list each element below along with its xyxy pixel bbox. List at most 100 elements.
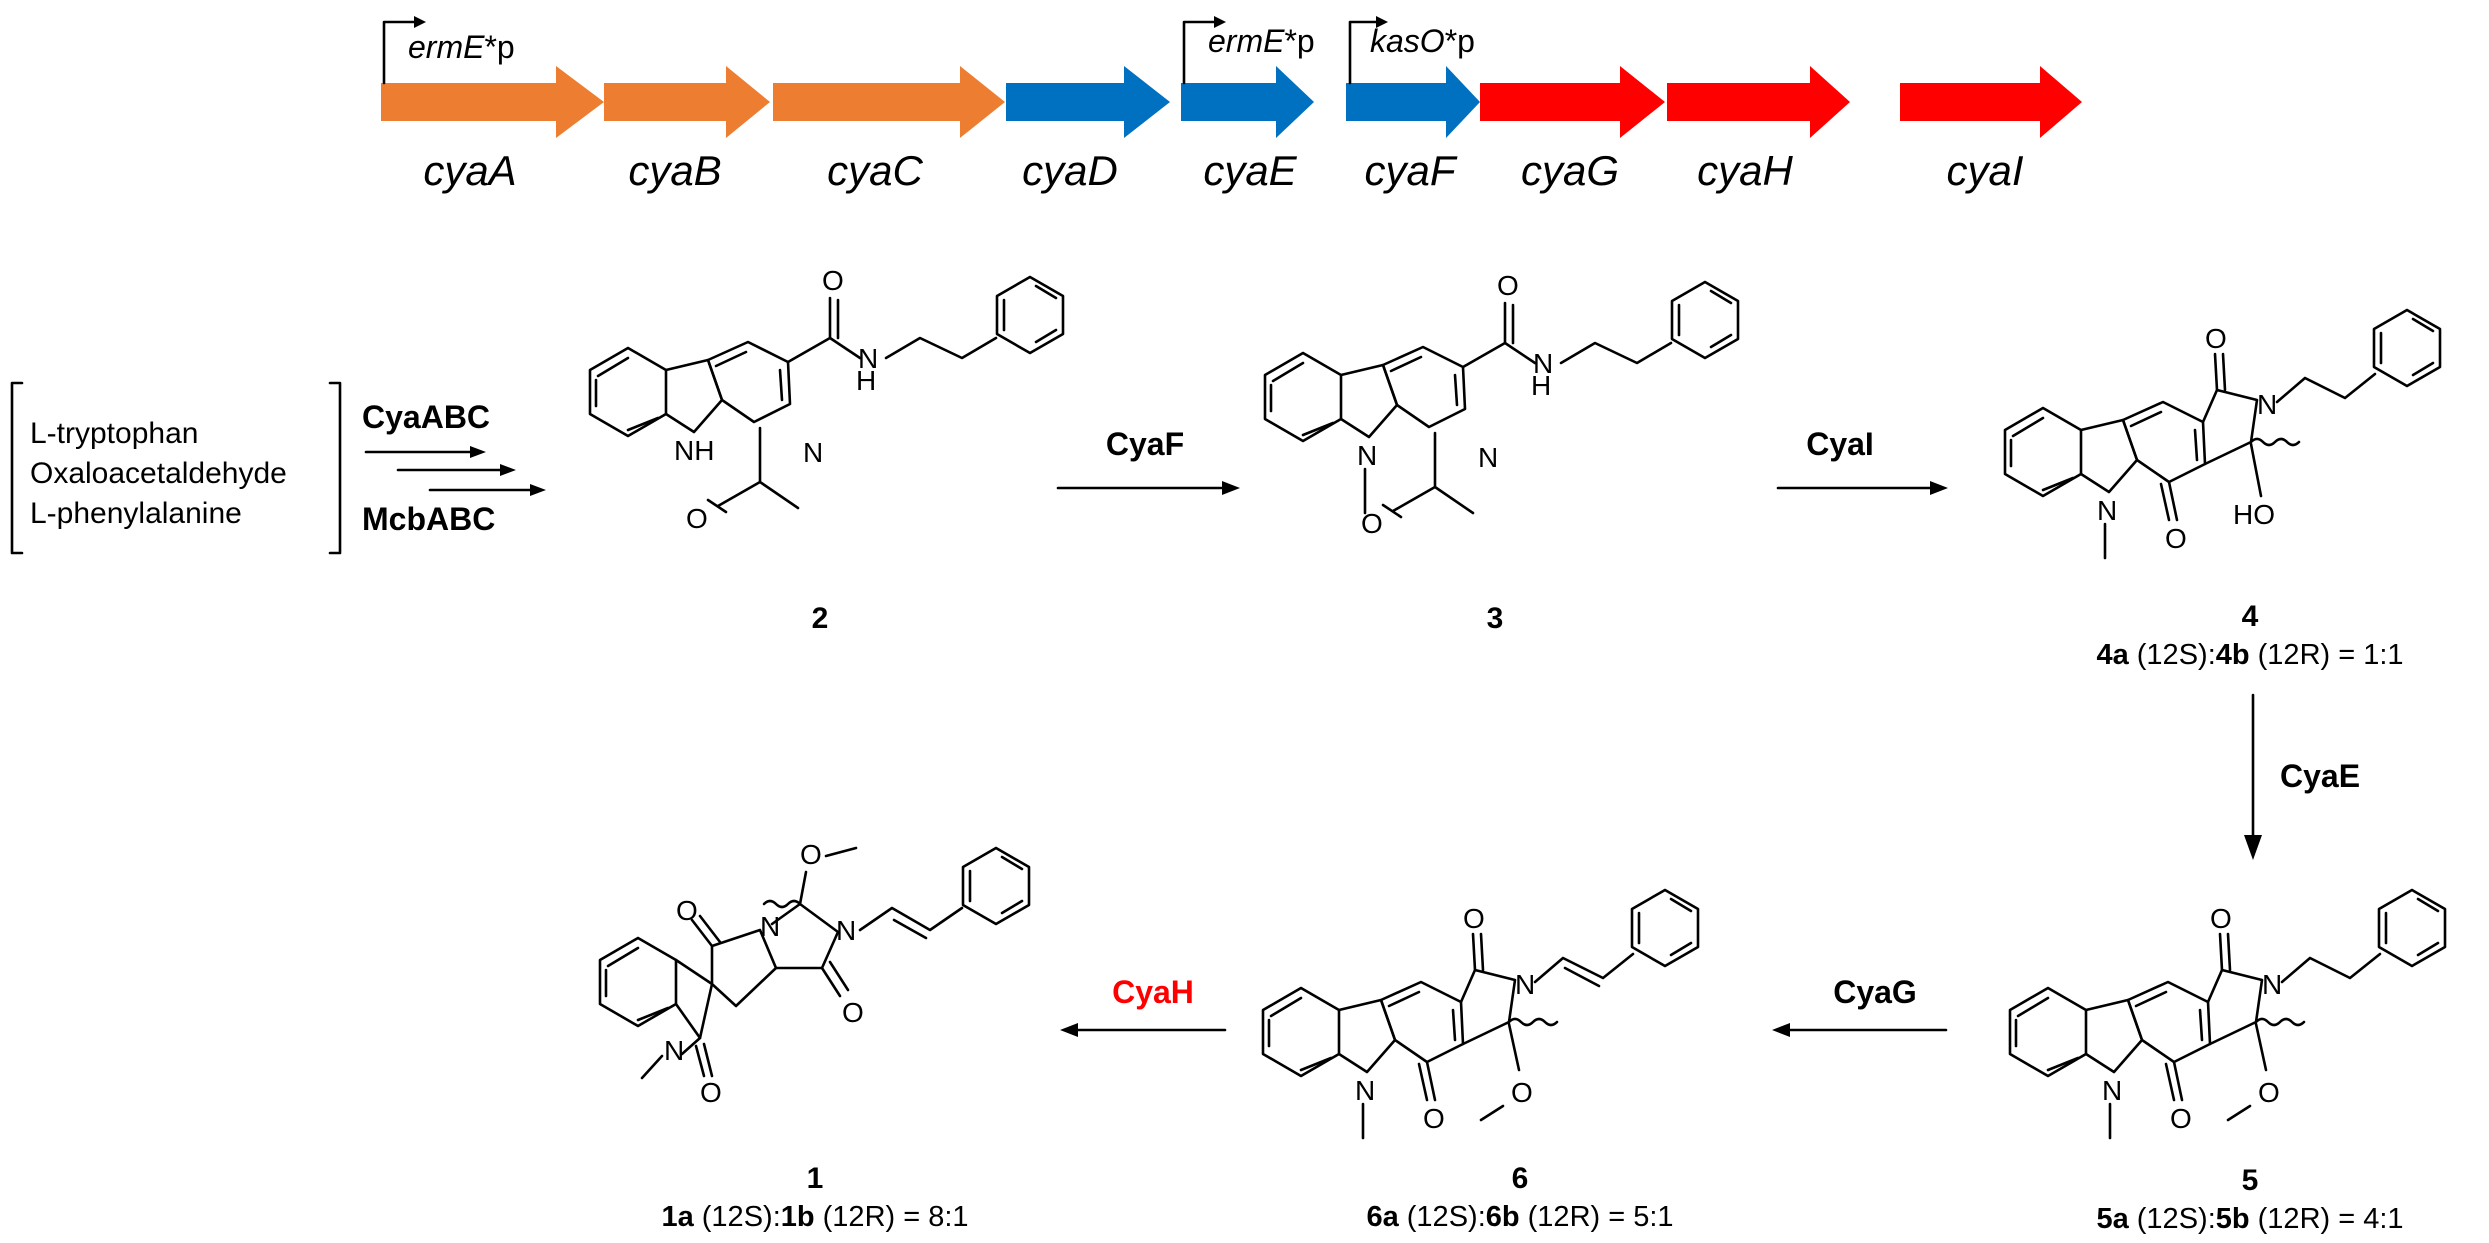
atom-O-top: O xyxy=(1463,903,1485,934)
gene-label-cyaD: cyaD xyxy=(1022,147,1118,194)
precursor-phenylalanine: L-phenylalanine xyxy=(30,497,242,530)
enzyme-label-cyai: CyaI xyxy=(1806,426,1874,462)
compound-2: NH N O O H N xyxy=(588,265,1065,534)
precursor-oxaloacetaldehyde: Oxaloacetaldehyde xyxy=(30,457,287,490)
precursor-box: L-tryptophan Oxaloacetaldehyde L-phenyla… xyxy=(10,381,342,555)
gene-label-cyaF: cyaF xyxy=(1364,147,1457,194)
gene-arrow-cyaE xyxy=(1181,66,1314,138)
compound-3: N N O O H N xyxy=(1263,270,1740,539)
atom-O-methoxy: O xyxy=(800,839,822,870)
gene-arrow-cyaF xyxy=(1346,66,1480,138)
atom-O-lactam: O xyxy=(2170,1103,2192,1134)
gene-label-cyaH: cyaH xyxy=(1697,147,1793,194)
promoter-name: kasO xyxy=(1370,23,1445,59)
promoter-suffix: *p xyxy=(1445,23,1475,59)
promoter-ermE-2: ermE*p xyxy=(1182,16,1315,85)
ratio-6-b: 6b xyxy=(1486,1201,1520,1233)
atom-N-amide: N xyxy=(858,343,878,374)
step-3-to-4: CyaI xyxy=(1776,426,1948,495)
enzyme-label-cyae: CyaE xyxy=(2280,758,2360,794)
atom-N-indole: N xyxy=(1355,1075,1375,1106)
svg-text:ermE*p: ermE*p xyxy=(1208,23,1315,59)
atom-N-imid: N xyxy=(2262,969,2282,1000)
ratio-4-a: 4a xyxy=(2096,639,2129,671)
atom-O-amide: O xyxy=(1497,270,1519,301)
gene-cluster: ermE*p ermE*p kasO*p cyaA cyaB cyaC cyaD… xyxy=(381,16,2082,194)
svg-text:kasO*p: kasO*p xyxy=(1370,23,1475,59)
atom-O-spiro: O xyxy=(676,895,698,926)
atom-N-imid: N xyxy=(836,915,856,946)
ratio-1: 1a (12S):1b (12R) = 8:1 xyxy=(661,1201,968,1233)
step-5-to-6: CyaG xyxy=(1772,974,1948,1037)
atom-O-methoxy: O xyxy=(2258,1077,2280,1108)
atom-HO: HO xyxy=(2233,499,2275,530)
step-precursor-to-2: CyaABC McbABC xyxy=(362,399,546,537)
atom-N-pyridine: N xyxy=(803,437,823,468)
ratio-4-b: 4b xyxy=(2216,639,2250,671)
compound-5: N O O N O xyxy=(2008,888,2447,1140)
atom-NH-2: NH xyxy=(674,435,714,466)
gene-arrow-cyaC xyxy=(773,66,1005,138)
atom-N-amide: N xyxy=(1533,348,1553,379)
ratio-5-s: (12S): xyxy=(2129,1203,2216,1235)
atom-O-acetyl: O xyxy=(686,503,708,534)
precursor-tryptophan: L-tryptophan xyxy=(30,417,198,450)
atom-N-indole: N xyxy=(2097,495,2117,526)
step-6-to-1: CyaH xyxy=(1060,974,1227,1037)
promoter-suffix: *p xyxy=(1284,23,1314,59)
ratio-6-r: (12R) = 5:1 xyxy=(1520,1201,1674,1233)
promoter-name: ermE xyxy=(1208,23,1285,59)
svg-text:ermE*p: ermE*p xyxy=(408,29,515,65)
enzyme-label-mcbabc: McbABC xyxy=(362,501,495,537)
atom-O-lactam: O xyxy=(2165,523,2187,554)
atom-N-bridge: N xyxy=(760,911,780,942)
compound-label-4: 4 xyxy=(2242,600,2259,633)
ratio-1-r: (12R) = 8:1 xyxy=(815,1201,969,1233)
atom-O-amide: O xyxy=(822,265,844,296)
ratio-6: 6a (12S):6b (12R) = 5:1 xyxy=(1366,1201,1673,1233)
promoter-name: ermE xyxy=(408,29,485,65)
ratio-5-b: 5b xyxy=(2216,1203,2250,1235)
ratio-4-s: (12S): xyxy=(2129,639,2216,671)
gene-label-cyaC: cyaC xyxy=(827,147,923,194)
atom-N-pyridine: N xyxy=(1478,442,1498,473)
atom-O-methoxy: O xyxy=(1511,1077,1533,1108)
enzyme-label-cyaf: CyaF xyxy=(1106,426,1184,462)
enzyme-label-cyah: CyaH xyxy=(1112,974,1194,1010)
ratio-1-b: 1b xyxy=(781,1201,815,1233)
atom-N-imid: N xyxy=(2257,389,2277,420)
atom-NH-amide: H xyxy=(1531,370,1551,401)
gene-arrow-cyaB xyxy=(604,66,770,138)
ratio-5-r: (12R) = 4:1 xyxy=(2250,1203,2404,1235)
atom-O-lactam: O xyxy=(1423,1103,1445,1134)
ratio-4: 4a (12S):4b (12R) = 1:1 xyxy=(2096,639,2403,671)
atom-N-imid: N xyxy=(1515,969,1535,1000)
compound-label-5: 5 xyxy=(2242,1164,2259,1197)
ratio-4-r: (12R) = 1:1 xyxy=(2250,639,2404,671)
ratio-1-a: 1a xyxy=(661,1201,694,1233)
enzyme-label-cyag: CyaG xyxy=(1833,974,1917,1010)
ratio-5: 5a (12S):5b (12R) = 4:1 xyxy=(2096,1203,2403,1235)
atom-N-indole: N xyxy=(2102,1075,2122,1106)
gene-arrow-cyaD xyxy=(1006,66,1170,138)
gene-arrow-cyaA xyxy=(381,66,604,138)
atom-N-indole: N xyxy=(1357,440,1377,471)
compound-label-2: 2 xyxy=(812,602,829,635)
promoter-kasO: kasO*p xyxy=(1348,16,1475,85)
compound-6: N O O N O xyxy=(1261,888,1700,1140)
compound-label-6: 6 xyxy=(1512,1162,1529,1195)
atom-O-oxindole: O xyxy=(700,1077,722,1108)
gene-arrow-cyaH xyxy=(1667,66,1850,138)
gene-arrow-cyaG xyxy=(1480,66,1665,138)
step-2-to-3: CyaF xyxy=(1056,426,1240,495)
atom-O-acetyl: O xyxy=(1361,508,1383,539)
atom-O-imid: O xyxy=(842,997,864,1028)
compound-4: N O O N HO xyxy=(2003,308,2442,560)
compound-1: N O O N O N O xyxy=(598,839,1031,1108)
step-4-to-5: CyaE xyxy=(2244,693,2360,860)
promoter-suffix: *p xyxy=(484,29,514,65)
gene-label-cyaA: cyaA xyxy=(423,147,516,194)
atom-O-top: O xyxy=(2205,323,2227,354)
gene-label-cyaI: cyaI xyxy=(1946,147,2023,194)
ratio-1-s: (12S): xyxy=(694,1201,781,1233)
